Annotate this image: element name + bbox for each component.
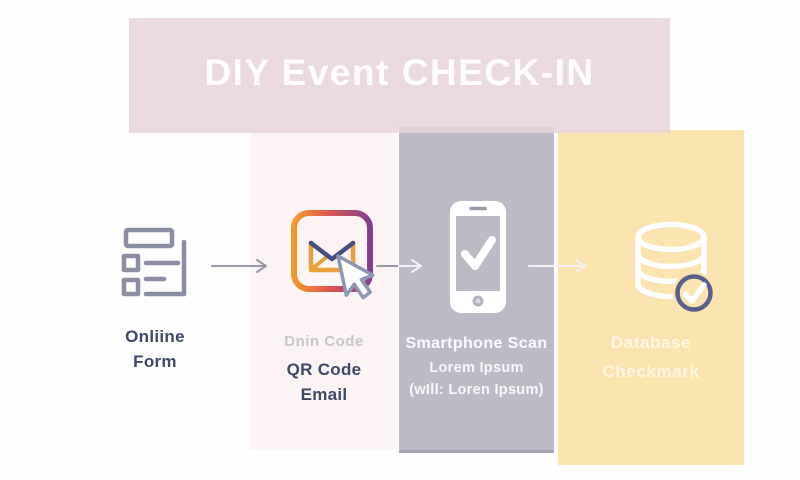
step4-line2: Checkmark [602,362,700,381]
step1-line1: Onliine [125,327,185,346]
step-label-qr-code-email: Dnin Code QR Code Email [250,329,398,407]
right-arrow-icon [211,258,271,279]
step3-line3: (wIll: Loren Ipsum) [409,382,544,398]
step2-line2: Email [300,385,348,404]
email-click-icon [288,206,384,327]
right-arrow-icon [528,258,590,279]
right-arrow-icon [376,258,426,279]
title-banner: DIY Event CHECK-IN [129,18,670,133]
check-badge-icon [672,271,716,315]
step-label-online-form: Onliine Form [95,324,215,374]
step2-ghost-text: Dnin Code [284,333,364,350]
step-label-database-checkmark: Database Checkmark [558,328,744,386]
step2-line1: QR Code [286,360,362,379]
database-check-icon [622,212,727,322]
form-icon [116,224,196,309]
step3-line1: Smartphone Scan [405,335,548,352]
cursor-icon [336,254,375,300]
step-label-smartphone-scan: Smartphone Scan Lorem Ipsum (wIll: Loren… [399,331,554,400]
step4-line1: Database [610,333,692,352]
step3-line2: Lorem Ipsum [429,360,524,376]
page-title: DIY Event CHECK-IN [204,51,595,93]
step1-line2: Form [133,352,177,371]
smartphone-check-icon [447,198,509,321]
